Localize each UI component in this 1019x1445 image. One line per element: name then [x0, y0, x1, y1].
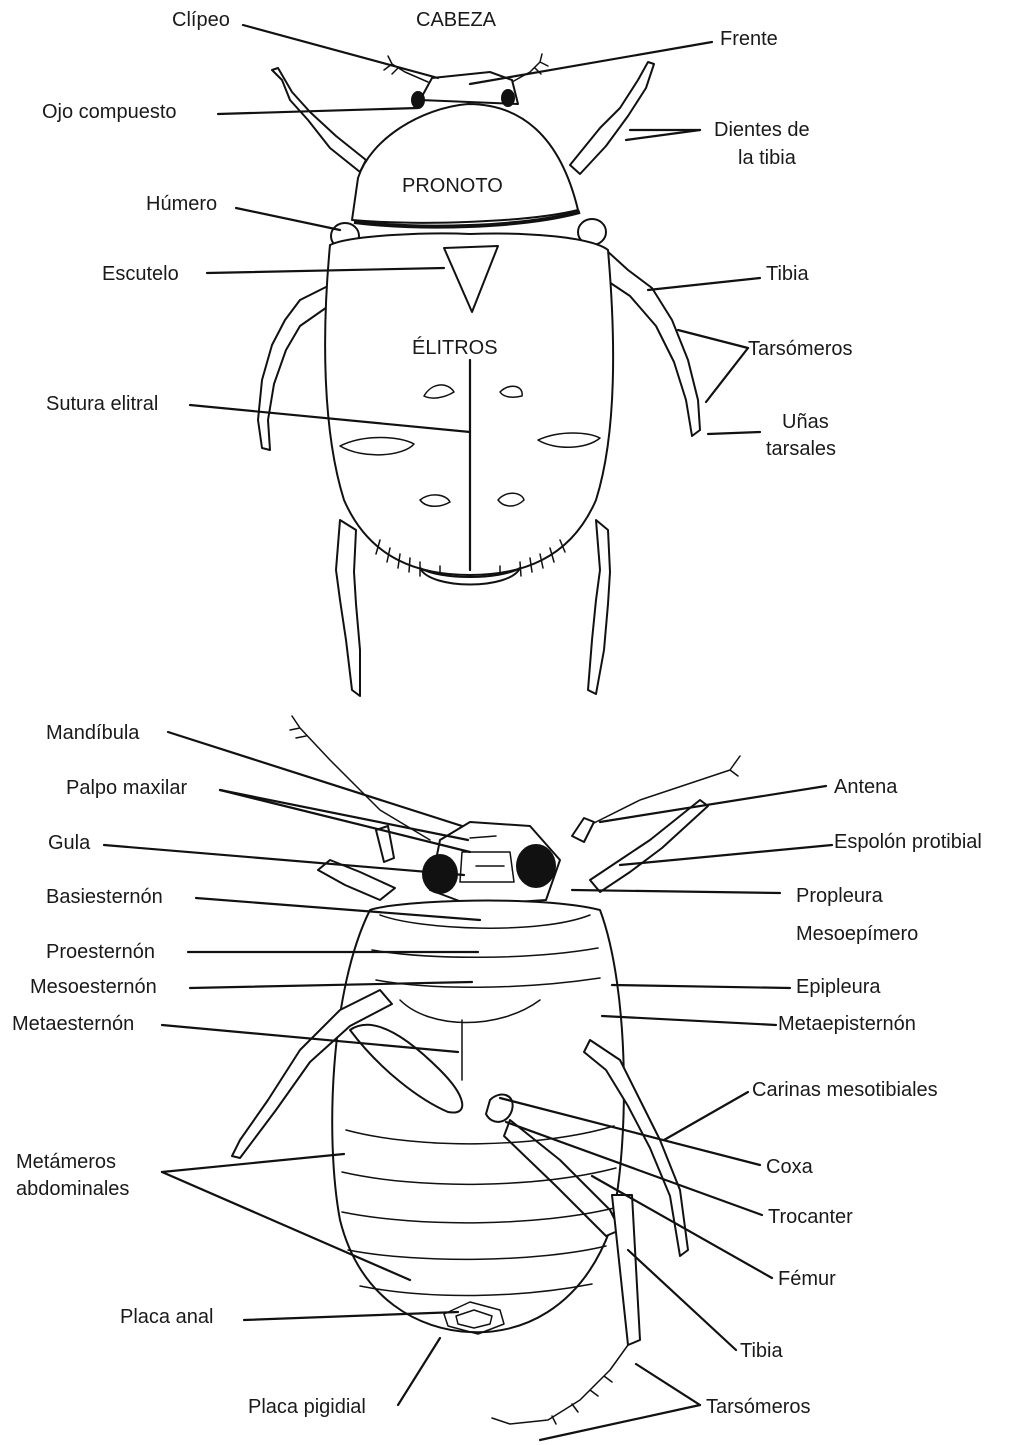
hind-tarsi-ventral	[492, 1345, 628, 1424]
right-antenna	[512, 54, 548, 82]
label-unas-1: Uñas	[782, 411, 829, 433]
left-front-leg	[272, 68, 366, 172]
label-tarsomeros-ventral: Tarsómeros	[706, 1396, 810, 1418]
dorsal-beetle-drawing	[258, 54, 700, 696]
label-proesternon: Proesternón	[46, 941, 155, 963]
label-dientes-tibia-1: Dientes de	[714, 119, 810, 141]
label-mandibula: Mandíbula	[46, 722, 140, 744]
label-sutura-elitral: Sutura elitral	[46, 393, 158, 415]
label-propleura: Propleura	[796, 885, 884, 907]
right-front-leg	[570, 62, 654, 174]
pronotum	[352, 104, 578, 223]
label-placa-anal: Placa anal	[120, 1306, 213, 1328]
left-hind-leg	[336, 520, 360, 696]
label-unas-2: tarsales	[766, 438, 836, 460]
label-tibia-dorsal: Tibia	[766, 263, 809, 285]
label-frente: Frente	[720, 28, 778, 50]
label-humero: Húmero	[146, 193, 217, 215]
label-pronoto: PRONOTO	[402, 175, 503, 197]
right-antennal-club	[572, 818, 594, 842]
label-basiesternon: Basiesternón	[46, 886, 163, 908]
label-tibia-ventral: Tibia	[740, 1340, 783, 1362]
label-palpo-maxilar: Palpo maxilar	[66, 777, 188, 799]
label-metameros-1: Metámeros	[16, 1151, 116, 1173]
label-epipleura: Epipleura	[796, 976, 881, 998]
ventral-body	[332, 901, 624, 1333]
label-gula: Gula	[48, 832, 91, 854]
label-ojo-compuesto: Ojo compuesto	[42, 101, 177, 123]
label-dientes-tibia-2: la tibia	[738, 147, 797, 169]
label-tarsomeros-dorsal: Tarsómeros	[748, 338, 852, 360]
label-metameros-2: abdominales	[16, 1178, 129, 1200]
label-metaesternon: Metaesternón	[12, 1013, 134, 1035]
left-middle-leg	[258, 285, 330, 450]
label-clipeo: Clípeo	[172, 9, 230, 31]
title-cabeza: CABEZA	[416, 9, 497, 31]
label-mesoepimero: Mesoepímero	[796, 923, 918, 945]
label-antena: Antena	[834, 776, 898, 798]
right-middle-leg	[606, 250, 700, 436]
label-escutelo: Escutelo	[102, 263, 179, 285]
label-metaepisternon: Metaepisternón	[778, 1013, 916, 1035]
label-elitros: ÉLITROS	[412, 336, 498, 359]
hind-tibia-ventral	[612, 1195, 640, 1345]
label-coxa: Coxa	[766, 1156, 814, 1178]
left-compound-eye	[411, 91, 425, 109]
right-antenna-ventral	[580, 756, 740, 830]
label-carinas-mesotibiales: Carinas mesotibiales	[752, 1079, 938, 1101]
label-mesoesternon: Mesoesternón	[30, 976, 157, 998]
label-femur: Fémur	[778, 1268, 836, 1290]
label-placa-pigidial: Placa pigidial	[248, 1396, 366, 1418]
label-trocanter: Trocanter	[768, 1206, 853, 1228]
right-compound-eye	[501, 89, 515, 107]
label-espolon-protibial: Espolón protibial	[834, 831, 982, 853]
right-hind-leg	[588, 520, 610, 694]
right-compound-eye-ventral	[516, 844, 556, 888]
